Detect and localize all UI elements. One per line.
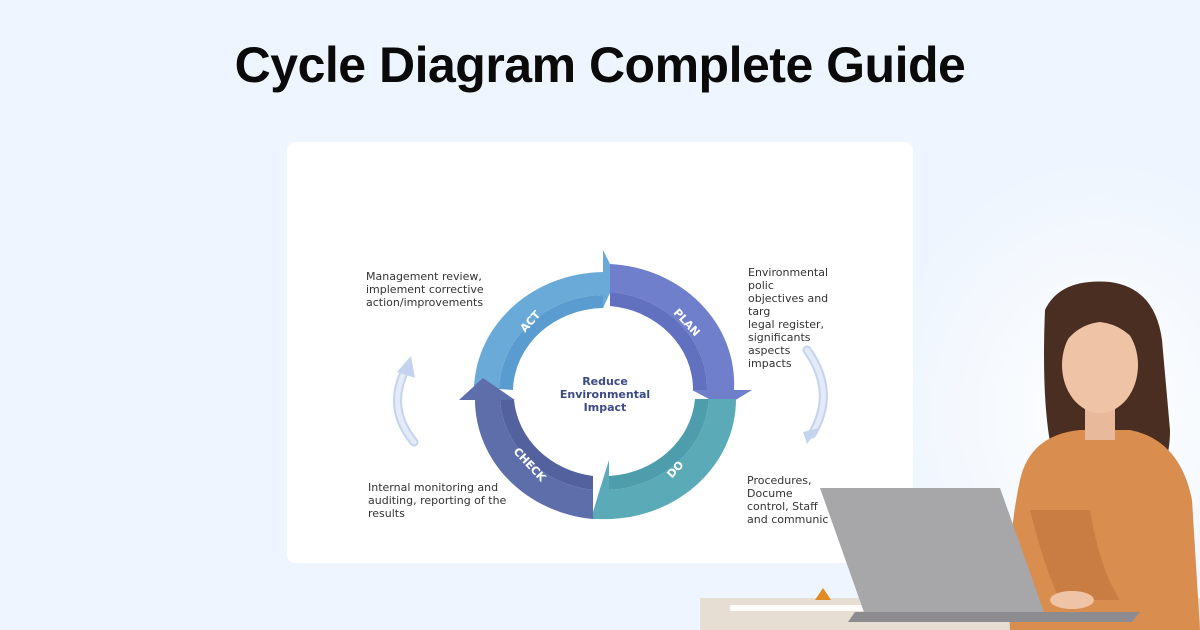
right-return-arrow xyxy=(802,345,828,444)
segment-do xyxy=(591,399,737,520)
segment-check-inner xyxy=(500,400,593,490)
segment-plan-inner xyxy=(610,292,708,390)
segment-act xyxy=(474,250,617,389)
laptop-base xyxy=(848,612,1140,622)
annotation-do: Procedures, Docume control, Staff and co… xyxy=(747,474,829,526)
segment-act-inner xyxy=(499,295,603,390)
cycle-diagram: ACT PLAN DO CHECK Reduce Environmental I… xyxy=(393,250,828,520)
center-line-1: Reduce xyxy=(582,375,628,388)
face xyxy=(1062,317,1138,413)
center-line-2: Environmental xyxy=(560,388,650,401)
annotation-plan: Environmental polic objectives and targ … xyxy=(748,266,829,370)
segment-plan xyxy=(610,264,752,407)
desk-object xyxy=(815,588,831,600)
left-return-arrow xyxy=(393,356,419,447)
segment-do-inner xyxy=(609,399,709,490)
laptop-lid xyxy=(820,488,1045,615)
annotation-check: Internal monitoring and auditing, report… xyxy=(368,481,507,520)
segment-check xyxy=(459,378,593,519)
annotation-act: Management review, implement corrective … xyxy=(366,270,484,309)
person-with-laptop-photo xyxy=(700,281,1200,630)
diagram-card: ACT PLAN DO CHECK Reduce Environmental I… xyxy=(287,142,913,563)
page-title: Cycle Diagram Complete Guide xyxy=(234,37,966,93)
center-line-3: Impact xyxy=(584,401,627,414)
